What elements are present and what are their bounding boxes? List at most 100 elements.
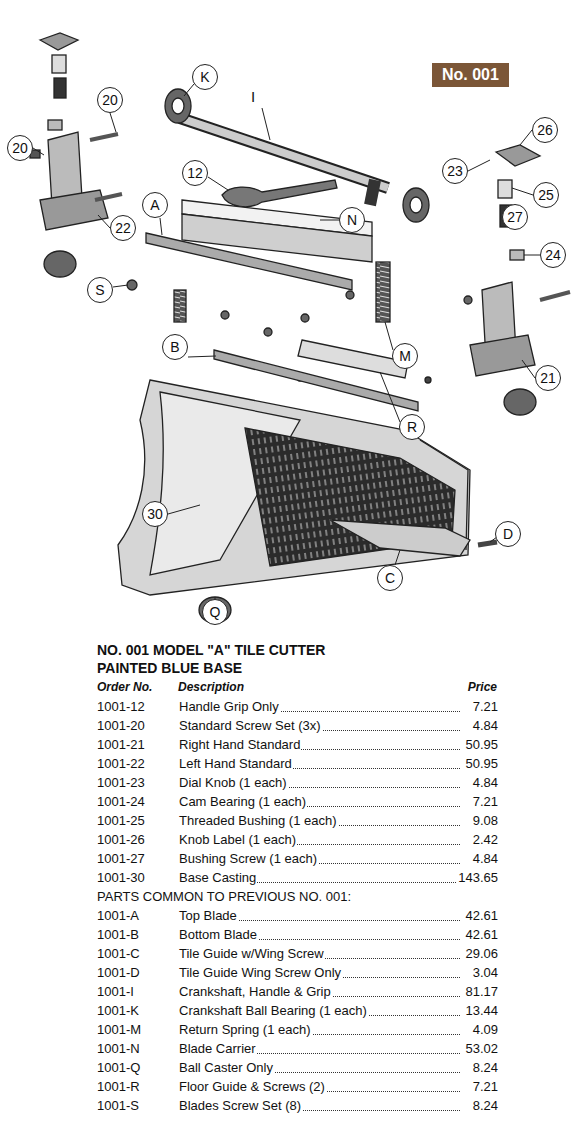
price: 8.24 [472, 1098, 499, 1113]
order-number: 1001-S [97, 1098, 139, 1113]
order-number: 1001-I [97, 984, 134, 999]
callout-number: M [392, 343, 418, 369]
callout-text: B [170, 339, 179, 355]
order-number: 1001-A [97, 908, 139, 923]
order-number: 1001-25 [97, 813, 145, 828]
callout-number: 20 [7, 135, 33, 161]
callout-number: Q [202, 599, 228, 625]
part-description: Blades Screw Set (8) [178, 1098, 302, 1113]
part-description: Crankshaft, Handle & Grip [178, 984, 332, 999]
part-letter: I [251, 88, 255, 105]
callout-text: Q [210, 604, 221, 620]
callout-text: R [407, 419, 417, 435]
callout-number: S [87, 277, 113, 303]
order-number: 1001-K [97, 1003, 139, 1018]
callout-text: M [399, 348, 411, 364]
callout-text: 20 [102, 92, 118, 108]
callout-number: 12 [182, 160, 208, 186]
order-number: 1001-21 [97, 737, 145, 752]
callout-text: 24 [545, 247, 561, 263]
price: 50.95 [464, 737, 499, 752]
title-badge: No. 001 [432, 63, 509, 87]
callout-number: 23 [442, 158, 468, 184]
order-number: 1001-D [97, 965, 140, 980]
callout-text: 21 [540, 370, 556, 386]
price: 42.61 [464, 908, 499, 923]
part-description: Handle Grip Only [178, 699, 280, 714]
callout-number: A [142, 192, 168, 218]
order-number: 1001-24 [97, 794, 145, 809]
callout-text: 12 [187, 165, 203, 181]
callout-text: K [200, 69, 209, 85]
price: 13.44 [464, 1003, 499, 1018]
part-description: Standard Screw Set (3x) [178, 718, 322, 733]
order-number: 1001-C [97, 946, 140, 961]
order-number: 1001-M [97, 1022, 141, 1037]
callout-number: 25 [533, 182, 559, 208]
price: 42.61 [464, 927, 499, 942]
part-description: Bushing Screw (1 each) [178, 851, 318, 866]
column-header: Price [468, 680, 497, 694]
price: 143.65 [457, 870, 499, 885]
price: 50.95 [464, 756, 499, 771]
callout-text: 26 [537, 122, 553, 138]
price: 3.04 [472, 965, 499, 980]
table-title: NO. 001 MODEL "A" TILE CUTTER [97, 642, 325, 658]
price: 4.09 [472, 1022, 499, 1037]
part-description: Bottom Blade [178, 927, 258, 942]
part-description: Threaded Bushing (1 each) [178, 813, 338, 828]
callout-text: N [347, 212, 357, 228]
part-description: Tile Guide Wing Screw Only [178, 965, 342, 980]
section-heading: PARTS COMMON TO PREVIOUS NO. 001: [97, 889, 351, 904]
order-number: 1001-23 [97, 775, 145, 790]
part-description: Left Hand Standard [178, 756, 293, 771]
order-number: 1001-27 [97, 851, 145, 866]
callout-number: 26 [532, 117, 558, 143]
price: 53.02 [464, 1041, 499, 1056]
callout-text: 23 [447, 163, 463, 179]
callout-number: 20 [97, 87, 123, 113]
callout-number: R [399, 414, 425, 440]
part-description: Blade Carrier [178, 1041, 257, 1056]
callout-text: 22 [115, 220, 131, 236]
callout-text: 20 [12, 140, 28, 156]
order-number: 1001-30 [97, 870, 145, 885]
price: 9.08 [472, 813, 499, 828]
callout-text: C [385, 570, 395, 586]
order-number: 1001-20 [97, 718, 145, 733]
callout-number: K [192, 64, 218, 90]
exploded-view [0, 0, 580, 640]
part-description: Dial Knob (1 each) [178, 775, 288, 790]
callout-text: S [95, 282, 104, 298]
callout-number: B [162, 334, 188, 360]
column-header: Order No. [97, 680, 152, 694]
part-description: Floor Guide & Screws (2) [178, 1079, 326, 1094]
part-description: Cam Bearing (1 each) [178, 794, 307, 809]
order-number: 1001-12 [97, 699, 145, 714]
price: 4.84 [472, 775, 499, 790]
price: 7.21 [472, 794, 499, 809]
callout-text: A [150, 197, 159, 213]
callout-number: 27 [502, 204, 528, 230]
order-number: 1001-R [97, 1079, 140, 1094]
part-description: Knob Label (1 each) [178, 832, 297, 847]
callout-number: 22 [110, 215, 136, 241]
part-description: Tile Guide w/Wing Screw [178, 946, 325, 961]
price: 8.24 [472, 1060, 499, 1075]
part-description: Base Casting [178, 870, 257, 885]
callout-text: D [503, 526, 513, 542]
price: 4.84 [472, 851, 499, 866]
price: 29.06 [464, 946, 499, 961]
part-description: Return Spring (1 each) [178, 1022, 312, 1037]
part-description: Crankshaft Ball Bearing (1 each) [178, 1003, 368, 1018]
part-description: Ball Caster Only [178, 1060, 274, 1075]
order-number: 1001-B [97, 927, 139, 942]
callout-number: 21 [535, 365, 561, 391]
part-description: Top Blade [178, 908, 238, 923]
order-number: 1001-N [97, 1041, 140, 1056]
callout-text: 30 [147, 506, 163, 522]
callout-number: N [339, 207, 365, 233]
callout-text: 25 [538, 187, 554, 203]
price: 2.42 [472, 832, 499, 847]
callout-number: C [377, 565, 403, 591]
